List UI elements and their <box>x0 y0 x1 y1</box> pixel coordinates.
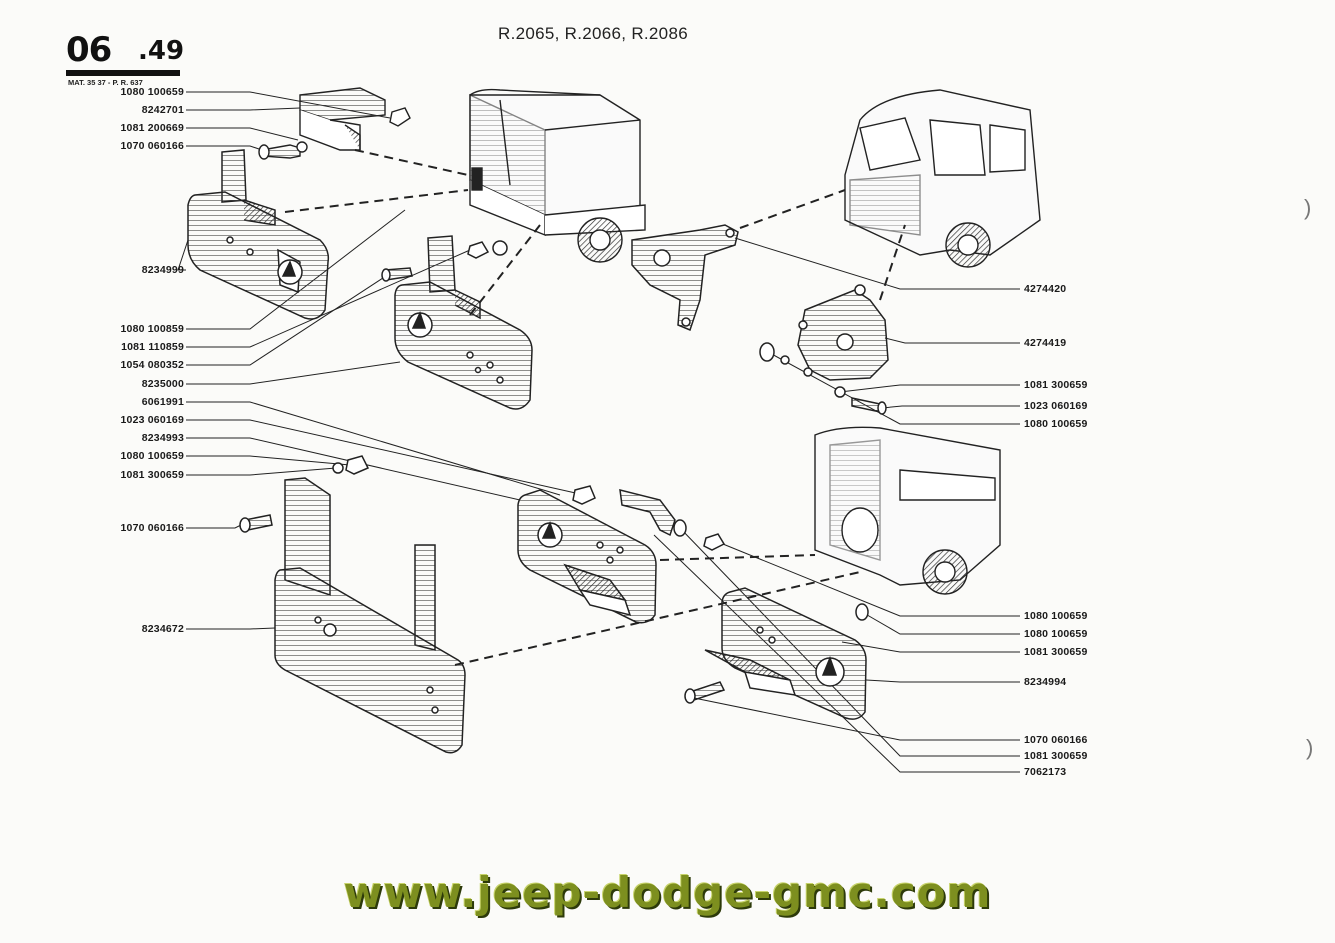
leader-line <box>861 611 1020 635</box>
leader-line <box>186 145 263 151</box>
lamp-plate-8234993 <box>517 485 726 624</box>
part-label-left: 6061991 <box>141 396 184 408</box>
leader-line <box>186 249 471 348</box>
part-label-right: 1081 300659 <box>1024 379 1088 391</box>
part-label-left: 1081 110859 <box>121 341 184 353</box>
leader-line <box>186 419 581 495</box>
leader-line <box>693 697 1020 741</box>
scan-mark: ) <box>1304 195 1312 220</box>
part-label-right: 4274419 <box>1024 337 1067 349</box>
leader-line <box>839 384 1020 393</box>
part-label-left: 1070 060166 <box>120 522 184 534</box>
part-label-right: 1070 060166 <box>1024 734 1088 746</box>
leader-line <box>186 127 299 141</box>
van-rear-illustration <box>814 426 1001 595</box>
part-label-right: 8234994 <box>1024 676 1067 688</box>
leader-line <box>865 679 1020 683</box>
leader-line <box>186 522 246 529</box>
part-label-left: 1080 100659 <box>120 86 184 98</box>
assembly-arrows <box>284 149 906 666</box>
part-label-left: 8235000 <box>141 378 184 390</box>
part-label-left: 8234672 <box>141 623 184 635</box>
bracket-4274420 <box>631 224 739 332</box>
leader-line <box>177 239 189 271</box>
leader-line <box>186 437 521 501</box>
leader-line <box>186 361 401 385</box>
bracket-8242701 <box>258 87 411 160</box>
material-reference: MAT. 35 37 - P. R. 637 <box>68 78 143 87</box>
part-label-right: 4274420 <box>1024 283 1067 295</box>
leader-line <box>884 337 1020 344</box>
leader-line <box>186 401 561 496</box>
sheet-subnumber: .49 <box>138 36 185 66</box>
part-label-left: 8234999 <box>141 264 184 276</box>
part-label-right: 1080 100659 <box>1024 610 1088 622</box>
leader-line <box>186 455 351 466</box>
part-label-right: 1081 300659 <box>1024 646 1088 658</box>
model-list: R.2065, R.2066, R.2086 <box>498 24 688 43</box>
part-label-left: 1081 300659 <box>120 469 184 481</box>
lamp-plate-8234994 <box>684 587 869 720</box>
watermark-url: www.jeep-dodge-gmc.com <box>343 868 992 917</box>
leader-line <box>186 107 301 111</box>
leader-line <box>186 467 337 476</box>
leader-line <box>717 541 1020 617</box>
leader-line <box>841 641 1020 653</box>
part-label-left: 1081 200669 <box>120 122 184 134</box>
lamp-plate-8235000 <box>381 235 533 410</box>
part-label-left: 8234993 <box>141 432 184 444</box>
leader-line <box>881 405 1020 409</box>
leader-line <box>186 209 406 330</box>
part-label-left: 1080 100859 <box>120 323 184 335</box>
part-label-right: 7062173 <box>1024 766 1067 778</box>
part-label-left: 8242701 <box>141 104 184 116</box>
leader-line <box>186 275 387 366</box>
part-label-right: 1080 100659 <box>1024 418 1088 430</box>
part-label-right: 1023 060169 <box>1024 400 1088 412</box>
part-label-left: 1070 060166 <box>120 140 184 152</box>
truck-rear-illustration <box>469 88 646 263</box>
part-label-left: 1080 100659 <box>120 450 184 462</box>
leader-line <box>734 237 1020 290</box>
scan-mark: ) <box>1306 735 1314 760</box>
van-front-illustration <box>844 89 1041 268</box>
leader-line <box>186 627 276 630</box>
lamp-plate-8234999 <box>187 149 330 320</box>
license-plate-8234672 <box>239 455 466 754</box>
leader-lines <box>177 91 1020 773</box>
sheet-number: 06 <box>66 30 112 70</box>
sheet-underline <box>66 70 180 76</box>
part-label-right: 1081 300659 <box>1024 750 1088 762</box>
part-label-left: 1054 080352 <box>120 359 184 371</box>
leader-line <box>767 351 1020 425</box>
part-label-right: 1080 100659 <box>1024 628 1088 640</box>
part-label-left: 1023 060169 <box>120 414 184 426</box>
bracket-4274419 <box>759 284 889 415</box>
